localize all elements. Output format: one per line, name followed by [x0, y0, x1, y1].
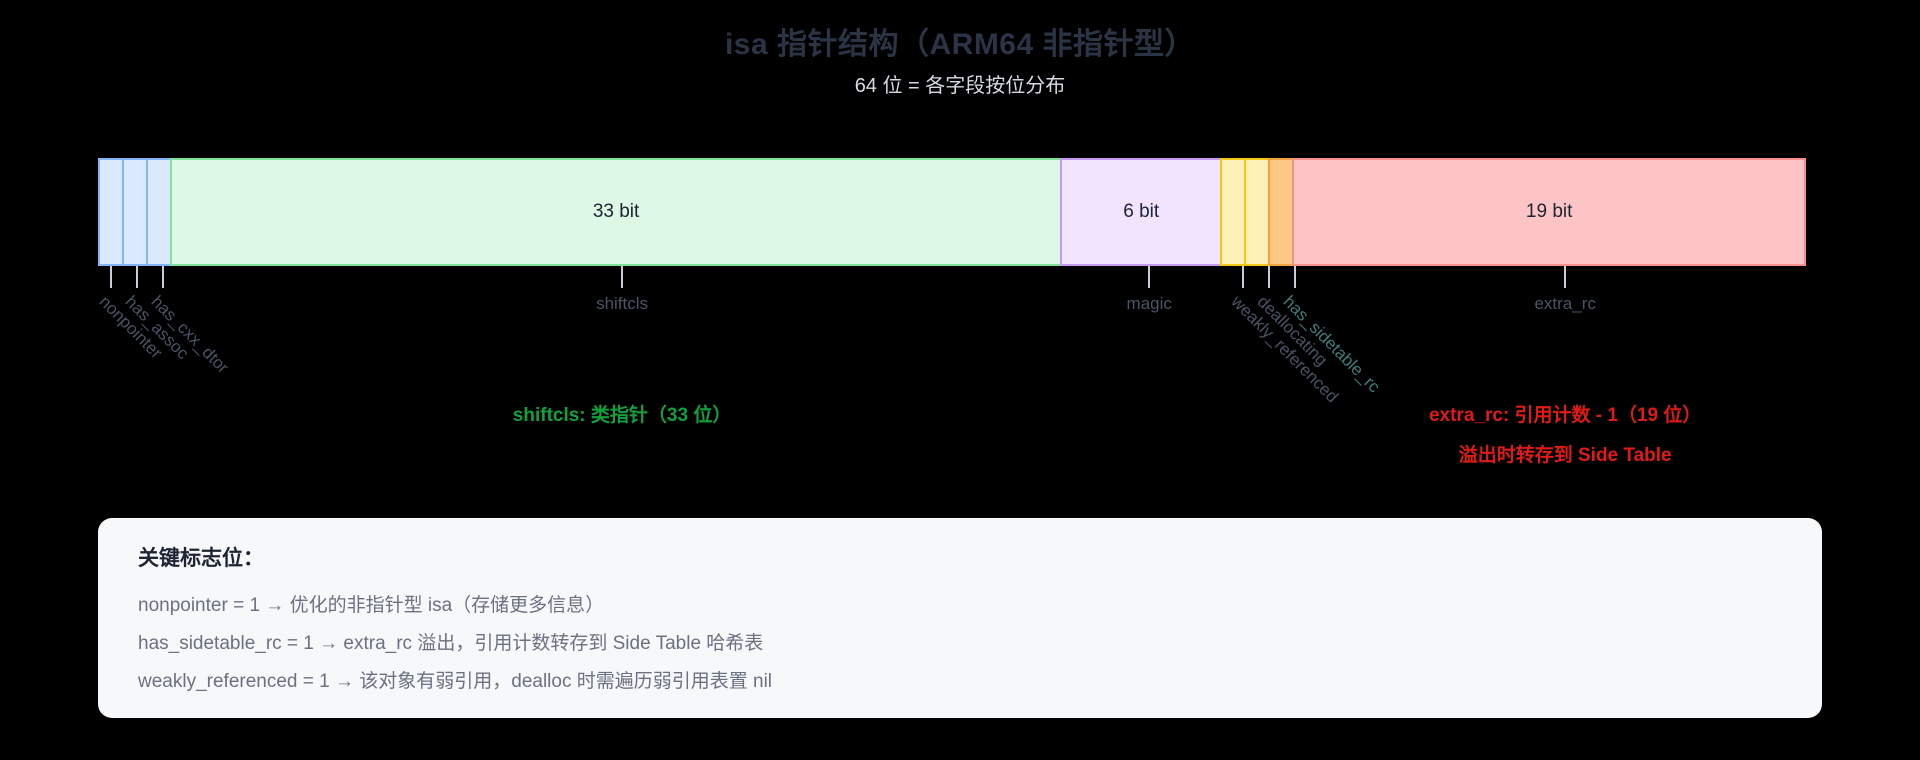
bit-segment-shiftcls: 33 bit	[170, 158, 1063, 266]
bit-segment-has_cxx_dtor	[146, 158, 172, 266]
key-flags-card: 关键标志位： nonpointer = 1 → 优化的非指针型 isa（存储更多…	[98, 518, 1822, 718]
annotation-extra_rc-2: 溢出时转存到 Side Table	[1458, 445, 1672, 466]
bit-segment-extra_rc: 19 bit	[1292, 158, 1806, 266]
bit-segment-magic: 6 bit	[1060, 158, 1223, 266]
tick-weakly_referenced	[1242, 266, 1245, 288]
bit-segment-nonpointer	[98, 158, 124, 266]
tick-extra_rc	[1564, 266, 1567, 288]
chart-header: isa 指针结构（ARM64 非指针型） 64 位 = 各字段按位分布	[0, 0, 1920, 98]
annotation-extra_rc-1: extra_rc: 引用计数 - 1（19 位）	[1428, 405, 1702, 426]
bit-field-bar: 33 bit 6 bit 19 bit	[98, 158, 1822, 266]
key-flags-title: 关键标志位：	[138, 547, 264, 570]
tick-has_sidetable_rc	[1294, 266, 1297, 288]
page-title: isa 指针结构（ARM64 非指针型）	[724, 28, 1196, 61]
bit-segment-weakly_referenced	[1220, 158, 1247, 266]
key-flag-line: nonpointer = 1 → 优化的非指针型 isa（存储更多信息）	[138, 595, 605, 617]
tick-nonpointer	[110, 266, 112, 288]
bit-segment-deallocating	[1244, 158, 1271, 266]
tick-shiftcls	[621, 266, 624, 288]
field-label-magic: magic	[1126, 294, 1172, 313]
key-flag-line: weakly_referenced = 1 → 该对象有弱引用，dealloc …	[138, 671, 773, 693]
key-flag-line: has_sidetable_rc = 1 → extra_rc 溢出，引用计数转…	[138, 633, 764, 655]
tick-has_assoc	[136, 266, 138, 288]
annotation-shiftcls-1: shiftcls: 类指针（33 位）	[512, 405, 732, 426]
page-subtitle: 64 位 = 各字段按位分布	[854, 74, 1066, 97]
tick-magic	[1148, 266, 1151, 288]
bit-segment-size-label: 33 bit	[592, 201, 640, 222]
bit-segment-size-label: 6 bit	[1123, 201, 1160, 222]
field-label-extra_rc: extra_rc	[1534, 294, 1596, 313]
tick-has_cxx_dtor	[162, 266, 164, 288]
tick-deallocating	[1268, 266, 1271, 288]
key-flags-list: nonpointer = 1 → 优化的非指针型 isa（存储更多信息） has_…	[138, 587, 1782, 701]
bit-segment-has_sidetable_rc	[1268, 158, 1295, 266]
field-label-shiftcls: shiftcls	[596, 294, 649, 313]
bit-segment-size-label: 19 bit	[1525, 201, 1573, 222]
bit-segment-has_assoc	[122, 158, 148, 266]
